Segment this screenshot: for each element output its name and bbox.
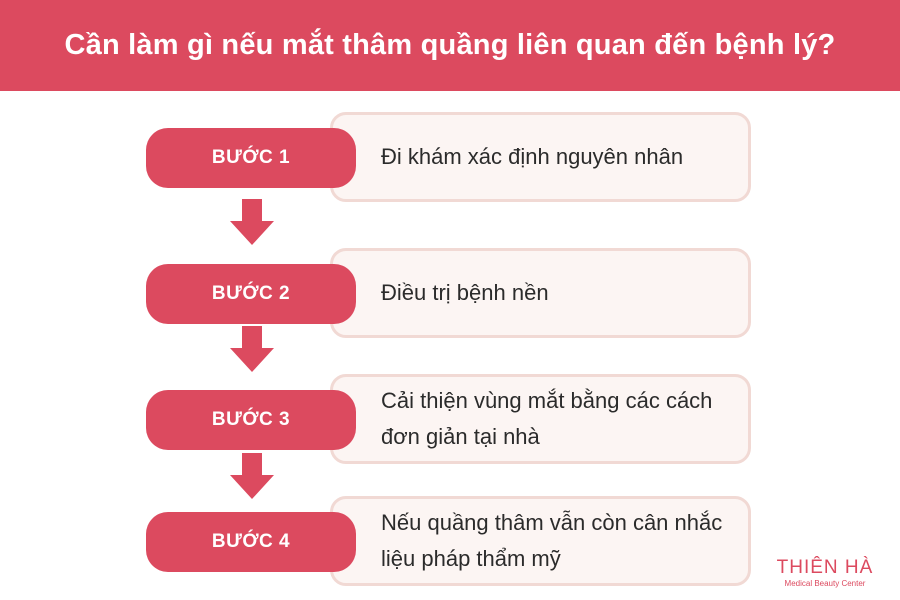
step-2-box: Điều trị bệnh nền: [330, 248, 751, 338]
arrow-down-icon: [230, 453, 274, 499]
step-3-text: Cải thiện vùng mắt bằng các cách đơn giả…: [381, 388, 713, 449]
step-4: Nếu quầng thâm vẫn còn cân nhắc liệu phá…: [146, 496, 753, 586]
brand-logo: THIÊN HÀ Medical Beauty Center: [775, 558, 875, 589]
brand-tagline: Medical Beauty Center: [784, 579, 866, 588]
step-1-box: Đi khám xác định nguyên nhân: [330, 112, 751, 202]
step-2: Điều trị bệnh nền BƯỚC 2: [146, 248, 753, 338]
step-4-box: Nếu quầng thâm vẫn còn cân nhắc liệu phá…: [330, 496, 751, 586]
step-4-badge: BƯỚC 4: [146, 512, 356, 572]
step-1: Đi khám xác định nguyên nhân BƯỚC 1: [146, 112, 753, 202]
arrow-down-icon: [230, 326, 274, 372]
page-title: Cần làm gì nếu mắt thâm quầng liên quan …: [64, 29, 836, 61]
arrow-down-icon: [230, 199, 274, 245]
step-3-badge: BƯỚC 3: [146, 390, 356, 450]
step-3: Cải thiện vùng mắt bằng các cách đơn giả…: [146, 374, 753, 464]
brand-name: THIÊN HÀ: [776, 557, 874, 578]
header-banner: Cần làm gì nếu mắt thâm quầng liên quan …: [0, 0, 900, 91]
step-4-text: Nếu quầng thâm vẫn còn cân nhắc liệu phá…: [381, 510, 723, 571]
step-2-badge: BƯỚC 2: [146, 264, 356, 324]
step-3-box: Cải thiện vùng mắt bằng các cách đơn giả…: [330, 374, 751, 464]
step-1-text: Đi khám xác định nguyên nhân: [381, 144, 684, 169]
step-2-text: Điều trị bệnh nền: [381, 280, 549, 305]
step-1-badge: BƯỚC 1: [146, 128, 356, 188]
